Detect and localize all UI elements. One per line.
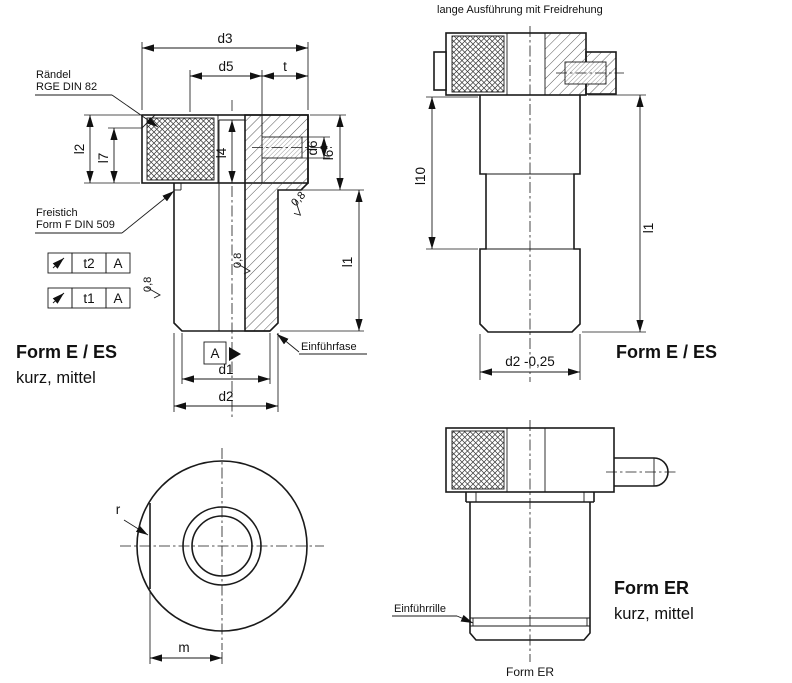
einfuehrrille-label: Einführrille xyxy=(394,603,446,615)
note-freistich: Freistich Form F DIN 509 xyxy=(35,190,175,234)
dim-d6: d6 xyxy=(302,136,330,159)
freistich-label-2: Form F DIN 509 xyxy=(36,219,115,231)
raendel-label-2: RGE DIN 82 xyxy=(36,81,97,93)
tolerance-datum: A xyxy=(113,291,122,306)
dim-label-l10: l10 xyxy=(413,167,428,185)
dim-label-d2-tol: d2 -0,25 xyxy=(505,354,555,369)
datum-label: A xyxy=(210,346,219,361)
knurl-area xyxy=(451,430,505,490)
note-raendel: Rändel RGE DIN 82 xyxy=(35,69,159,128)
leader-line xyxy=(276,333,300,353)
dim-label-l2: l2 xyxy=(72,144,87,155)
runout-symbol-icon xyxy=(52,257,65,269)
shaft-outline xyxy=(173,183,270,332)
dim-label-d3: d3 xyxy=(217,31,232,46)
drawing-form-er: Einführrille Form ER kurz, mittel Form E… xyxy=(392,420,694,679)
dim-label-l1: l1 xyxy=(340,257,355,268)
datum-triangle-icon xyxy=(229,347,241,361)
roughness-check-icon xyxy=(235,262,251,275)
frame-cell xyxy=(47,287,73,309)
leader-line xyxy=(123,519,149,536)
dim-label-d2: d2 xyxy=(218,389,233,404)
dim-l10: l10 xyxy=(413,96,478,250)
note-einfuehrfase: Einführfase xyxy=(276,333,367,355)
view-title-left: Form E / ES xyxy=(16,342,117,362)
dim-l7: l7 xyxy=(96,127,142,183)
roughness-mark-bore: 0,8 xyxy=(232,253,251,275)
part-section-right xyxy=(433,26,624,382)
roughness-check-icon xyxy=(293,199,302,216)
tolerance-value: t2 xyxy=(83,256,94,271)
drawing-form-e-es-right: lange Ausführung mit Freidrehung l10 xyxy=(413,4,717,382)
body-outline xyxy=(479,95,581,333)
dim-d1: d1 xyxy=(181,333,271,384)
roughness-mark-shaft: 0,8 xyxy=(142,277,161,299)
dim-label-l4: l4 xyxy=(214,147,229,158)
drawing-bottom-view: r m xyxy=(116,448,324,664)
dim-l1-right: l1 xyxy=(582,94,656,333)
view-caption-form-er: Form ER xyxy=(506,665,554,679)
view-title-right: Form E / ES xyxy=(616,342,717,362)
dim-r: r xyxy=(116,502,149,536)
roughness-mark-step: 0,8 xyxy=(289,189,308,216)
view-subtitle-left: kurz, mittel xyxy=(16,369,96,387)
drawing-header: lange Ausführung mit Freidrehung xyxy=(437,4,603,16)
dim-label-l6: l6 xyxy=(321,150,336,161)
dim-d5: d5 xyxy=(189,59,263,134)
frame-cell xyxy=(47,252,73,274)
leader-line xyxy=(456,614,474,624)
head-flange xyxy=(433,51,447,91)
tolerance-datum: A xyxy=(113,256,122,271)
dim-d3: d3 xyxy=(141,31,309,110)
dim-t: t xyxy=(262,59,308,80)
dim-d2-tol: d2 -0,25 xyxy=(479,334,581,380)
roughness-value: 0,8 xyxy=(289,189,308,208)
freistich-label-1: Freistich xyxy=(36,207,78,219)
dim-label-r: r xyxy=(116,502,121,517)
dim-l4: l4 xyxy=(214,120,236,183)
tolerance-frame-t2: t2 A xyxy=(47,252,131,274)
roughness-check-icon xyxy=(145,286,161,299)
frame-cell xyxy=(105,252,131,274)
dim-label-t: t xyxy=(283,59,287,74)
dim-l6: l6 xyxy=(282,114,364,191)
dim-label-m: m xyxy=(178,640,189,655)
datum-box xyxy=(203,341,227,365)
drawing-form-e-es-left: d3 d5 t l2 l7 l4 xyxy=(16,31,367,418)
view-subtitle-form-er: kurz, mittel xyxy=(614,605,694,623)
part-form-er xyxy=(445,420,676,662)
dim-label-d5: d5 xyxy=(218,59,233,74)
roughness-value: 0,8 xyxy=(142,277,154,292)
dim-label-l1: l1 xyxy=(641,223,656,234)
einfuehrfase-label: Einführfase xyxy=(301,341,357,353)
part-section-left xyxy=(141,100,332,418)
view-title-form-er: Form ER xyxy=(614,578,689,598)
tolerance-value: t1 xyxy=(83,291,94,306)
runout-symbol-icon xyxy=(52,292,65,304)
dim-label-d1: d1 xyxy=(218,362,233,377)
dim-l1-left: l1 xyxy=(280,190,364,332)
frame-cell xyxy=(105,287,131,309)
knurl-area xyxy=(451,35,505,93)
datum-feature-a: A xyxy=(203,341,241,365)
knurl-area xyxy=(146,117,215,181)
dim-d2: d2 xyxy=(173,333,279,412)
leader-line xyxy=(111,94,159,128)
dim-m: m xyxy=(149,591,223,664)
dim-label-l7: l7 xyxy=(96,153,111,164)
dim-l2: l2 xyxy=(72,114,140,184)
leader-line xyxy=(121,190,175,234)
raendel-label-1: Rändel xyxy=(36,69,71,81)
roughness-value: 0,8 xyxy=(232,253,244,268)
dim-label-d6: d6 xyxy=(305,140,320,155)
note-einfuehrrille: Einführrille xyxy=(392,603,474,624)
tolerance-frame-t1: t1 A xyxy=(47,287,131,309)
